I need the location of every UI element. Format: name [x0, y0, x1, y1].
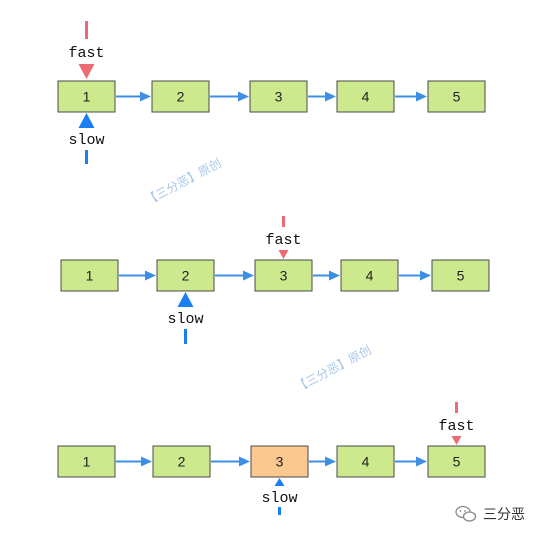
- node-value: 2: [182, 268, 190, 284]
- list-node: [60, 259, 119, 292]
- next-link-arrowhead: [243, 270, 254, 281]
- fast-pointer-label: fast: [438, 418, 474, 435]
- node-value: 4: [362, 454, 370, 470]
- next-link-arrowhead: [416, 456, 427, 467]
- list-node: [427, 445, 486, 478]
- list-node: [249, 80, 308, 113]
- wechat-icon: [455, 505, 477, 522]
- node-value: 2: [178, 454, 186, 470]
- node-value: 1: [86, 268, 94, 284]
- node-value: 1: [83, 454, 91, 470]
- fast-pointer-label: fast: [68, 45, 104, 62]
- fast-pointer-arrowhead: [451, 436, 462, 445]
- fast-pointer-arrowhead: [278, 250, 289, 259]
- node-value: 5: [453, 454, 461, 470]
- list-row: 1 2 3 4 5 fast slow: [60, 216, 490, 344]
- node-value: 3: [280, 268, 288, 284]
- next-link-arrowhead: [141, 456, 152, 467]
- list-node: [340, 259, 399, 292]
- fast-pointer-label: fast: [265, 232, 301, 249]
- list-node: [336, 80, 395, 113]
- watermark: 【三分恶】原创: [293, 343, 374, 395]
- watermark: 【三分恶】原创: [143, 156, 224, 208]
- next-link-arrowhead: [239, 456, 250, 467]
- fast-pointer-arrowhead: [78, 64, 95, 79]
- list-node: [57, 445, 116, 478]
- node-value: 4: [366, 268, 374, 284]
- next-link-arrowhead: [140, 91, 151, 102]
- list-row: 1 2 3 4 5 fast slow: [57, 402, 486, 515]
- list-node: [336, 445, 395, 478]
- node-value: 4: [362, 89, 370, 105]
- node-value: 5: [457, 268, 465, 284]
- next-link-arrowhead: [420, 270, 431, 281]
- slow-pointer-label: slow: [68, 132, 104, 149]
- slow-pointer-arrowhead: [274, 478, 285, 486]
- next-link-arrowhead: [416, 91, 427, 102]
- next-link-arrowhead: [325, 456, 336, 467]
- slow-pointer-arrowhead: [177, 292, 194, 307]
- next-link-arrowhead: [325, 91, 336, 102]
- list-node: [431, 259, 490, 292]
- node-value: 1: [83, 89, 91, 105]
- node-value: 2: [177, 89, 185, 105]
- list-node: [156, 259, 215, 292]
- list-node: [254, 259, 313, 292]
- list-node: [152, 445, 211, 478]
- next-link-arrowhead: [238, 91, 249, 102]
- node-value: 3: [275, 89, 283, 105]
- node-value: 3: [276, 454, 284, 470]
- next-link-arrowhead: [329, 270, 340, 281]
- list-row: 1 2 3 4 5 fast slow: [57, 21, 486, 164]
- slow-pointer-arrowhead: [78, 113, 95, 128]
- list-node: [427, 80, 486, 113]
- node-value: 5: [453, 89, 461, 105]
- list-node: [57, 80, 116, 113]
- next-link-arrowhead: [145, 270, 156, 281]
- list-node: [250, 445, 309, 478]
- list-node: [151, 80, 210, 113]
- slow-pointer-label: slow: [261, 490, 297, 507]
- slow-pointer-label: slow: [167, 311, 203, 328]
- footer-author: 三分恶: [483, 507, 525, 523]
- footer: 三分恶: [455, 504, 525, 524]
